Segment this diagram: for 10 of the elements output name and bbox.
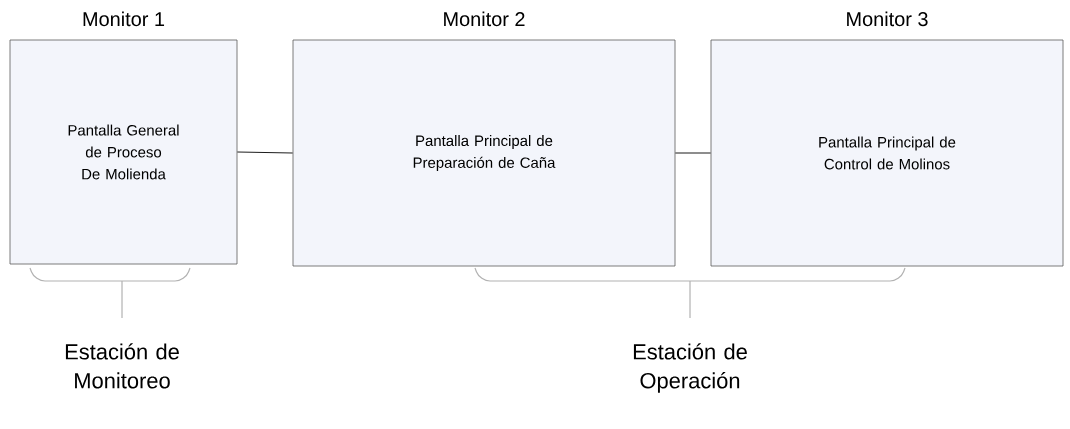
screen-box: Pantalla General de Proceso De Molienda [9,39,238,265]
screen-box: Pantalla Principal de Control de Molinos [710,39,1064,267]
monitor-title: Monitor 2 [444,11,525,27]
connector-line [674,152,712,154]
connector-line [236,151,294,154]
station-label: Estación de Monitoreo [65,343,179,389]
station-label: Estación de Operación [633,343,747,393]
monitor-title: Monitor 1 [83,11,165,27]
monitor-title: Monitor 3 [847,11,928,27]
screen-box: Pantalla Principal de Preparación de Caña [292,39,676,267]
